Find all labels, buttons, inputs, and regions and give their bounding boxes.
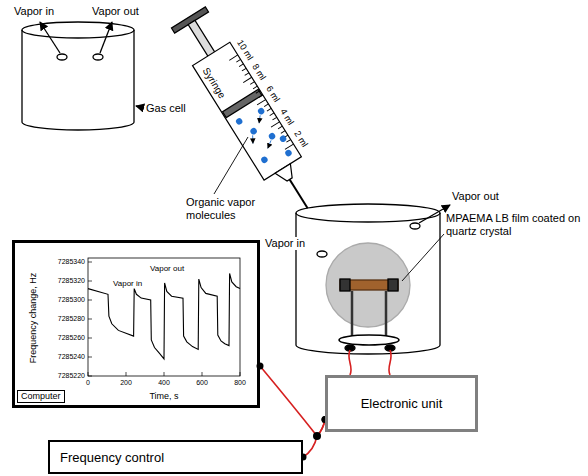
axis-tick-label: 7285320 [58,277,85,285]
axis-tick-label: 7285240 [58,353,85,361]
frequency-trace [88,273,240,359]
part-label: 10 ml [235,38,255,62]
scale-tick [236,59,240,62]
axis-tick [164,372,165,376]
scale-tick [259,95,263,98]
axis-tick-label: 800 [234,379,246,387]
wire [349,350,391,375]
axis-tick [88,300,92,301]
frequency-control-box: Frequency control [48,440,303,474]
scale-tick [239,64,243,67]
junction-dot [313,432,321,440]
axis-tick [88,281,92,282]
scale-tick [271,122,279,127]
part-label: MPAEMA LB film coated on quartz crystal [446,212,584,237]
box-label: Frequency control [60,450,164,465]
scale-tick [267,108,271,111]
scale-tick [242,68,246,71]
axis-tick [88,372,89,376]
axis-tick [88,262,92,263]
part-label: 4 ml [278,107,296,127]
axis-tick [88,376,92,377]
computer-monitor: Computer [12,240,260,408]
axis-tick-label: 400 [158,379,170,387]
scale-tick [257,100,265,105]
scale-tick [256,91,260,94]
part-label: Organic vapor molecules [186,196,270,221]
scale-tick [285,144,293,149]
axis-tick [88,357,92,358]
axis-tick [126,372,127,376]
part-label: Vapor out [150,264,184,273]
scale-tick [250,82,254,85]
axis-tick-label: 7285260 [58,334,85,342]
axis-tick [240,372,241,376]
part-label: 6 ml [264,84,282,104]
scale-tick [243,77,251,82]
leader-line [214,137,248,194]
axis-tick [202,372,203,376]
scale-tick [229,55,237,60]
axis-tick-label: 7285340 [58,258,85,266]
wire-connector [260,366,325,436]
gas-cell [22,22,144,130]
part-label: Frequency change, Hz [28,273,38,364]
axis-tick-label: 200 [120,379,132,387]
scale-tick [278,126,282,129]
part-label: 8 ml [250,62,268,82]
axis-tick-label: 7285220 [58,372,85,380]
part-label: Syringe [200,65,228,100]
scale-tick [264,104,268,107]
wire-connector [303,419,325,457]
gas-cell-with-crystal [296,204,450,354]
axis-tick-label: 7285300 [58,296,85,304]
axis-tick [88,338,92,339]
syringe [170,6,327,220]
box-label: Electronic unit [361,396,443,411]
axis-tick [88,319,92,320]
axis-tick-label: 0 [86,379,90,387]
scale-tick [253,86,257,89]
scale-tick [270,113,274,116]
part-label: Vapor out [92,5,139,18]
part-label: Vapor in [264,237,306,250]
scale-tick [273,117,277,120]
electronic-unit-box: Electronic unit [325,375,478,432]
vapor-molecules [235,102,296,171]
part-label: Vapor in [14,5,54,18]
device-label: Computer [17,390,65,403]
part-label: Gas cell [146,102,186,115]
scale-tick [286,140,290,143]
part-label: Vapor out [452,190,499,203]
scale-tick [281,131,285,134]
scale-tick [245,73,249,76]
part-label: 2 ml [292,129,310,149]
axis-tick-label: 600 [196,379,208,387]
axis-tick-label: 7285280 [58,315,85,323]
frequency-chart [88,258,240,376]
part-label: Vapor in [113,279,142,288]
part-label: Time, s [149,391,178,401]
